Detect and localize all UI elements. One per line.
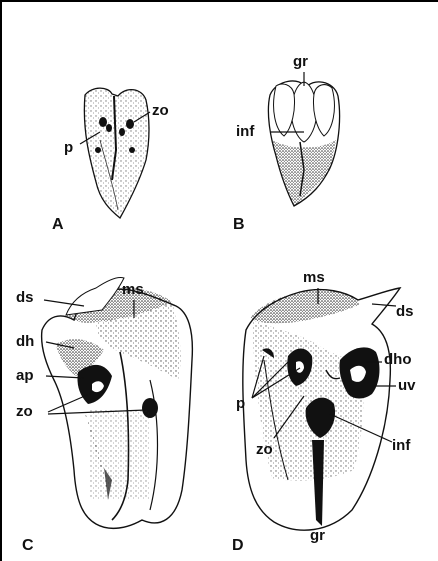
panel-b-label-inf: inf — [236, 123, 255, 140]
panel-c-label-zo: zo — [16, 403, 33, 420]
panel-a-label-zo: zo — [152, 102, 169, 119]
panel-a-label-p: p — [64, 139, 73, 156]
panel-d-specimen — [243, 288, 400, 530]
panel-d-label-dho: dho — [384, 351, 412, 368]
panel-c-specimen — [42, 277, 193, 528]
panel-d-label-inf: inf — [392, 437, 411, 454]
panel-d-label-ms: ms — [303, 269, 325, 286]
panel-d-label-zo: zo — [256, 441, 273, 458]
panel-c-letter: C — [22, 537, 34, 554]
panel-c-label-ds: ds — [16, 289, 34, 306]
panel-b-specimen — [268, 81, 339, 206]
panel-c-label-dh: dh — [16, 333, 34, 350]
panel-b-letter: B — [233, 216, 245, 233]
panel-a-letter: A — [52, 216, 64, 233]
panel-d-label-gr: gr — [310, 527, 325, 544]
panel-b-label-gr: gr — [293, 53, 308, 70]
panel-d-label-ds: ds — [396, 303, 414, 320]
panel-d-label-p: p — [236, 395, 245, 412]
panel-c-label-ap: ap — [16, 367, 34, 384]
panel-d-label-uv: uv — [398, 377, 416, 394]
panel-d-letter: D — [232, 537, 244, 554]
panel-a-specimen — [84, 88, 149, 218]
panel-c-label-ms: ms — [122, 281, 144, 298]
